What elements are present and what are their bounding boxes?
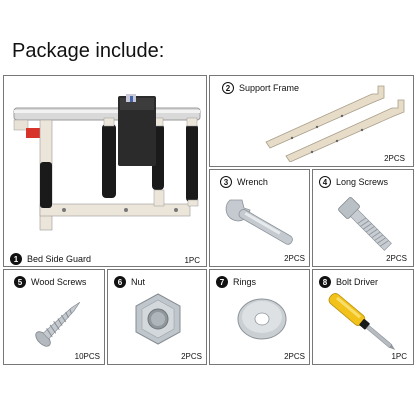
long-screw-image xyxy=(338,197,392,251)
item-quantity: 1PC xyxy=(391,352,407,361)
support-frame-image xyxy=(265,85,405,162)
item-cell-support-frame: 2 Support Frame 2PCS xyxy=(209,75,414,167)
item-cell-wrench: 3 Wrench 2PCS xyxy=(209,169,310,267)
item-quantity: 2PCS xyxy=(181,352,202,361)
item-number-badge: 4 xyxy=(319,176,331,188)
washer-ring-image xyxy=(237,298,287,340)
item-quantity: 2PCS xyxy=(384,154,405,163)
item-number-badge: 2 xyxy=(222,82,234,94)
item-number-badge: 6 xyxy=(114,276,126,288)
wood-screw-image xyxy=(35,301,81,347)
item-number-badge: 8 xyxy=(319,276,331,288)
item-number-badge: 7 xyxy=(216,276,228,288)
hex-nut-image xyxy=(135,293,181,345)
item-name: Bolt Driver xyxy=(336,277,379,287)
item-name: Wood Screws xyxy=(31,277,87,287)
item-name: Support Frame xyxy=(239,83,300,93)
item-number-badge: 3 xyxy=(220,176,232,188)
item-name: Nut xyxy=(131,277,146,287)
wrench-image xyxy=(225,199,293,245)
page-title: Package include: xyxy=(12,40,165,62)
item-quantity: 10PCS xyxy=(74,352,100,361)
screwdriver-image xyxy=(328,293,396,350)
item-name: Bed Side Guard xyxy=(27,254,92,264)
item-cell-bed-side-guard: 1 Bed Side Guard 1PC xyxy=(3,75,207,267)
item-cell-nut: 6 Nut 2PCS xyxy=(107,269,207,365)
item-cell-wood-screws: 5 Wood Screws 10PCS xyxy=(3,269,105,365)
item-number-badge: 1 xyxy=(10,253,22,265)
item-name: Long Screws xyxy=(336,177,389,187)
bed-side-guard-image xyxy=(13,94,201,231)
item-cell-rings: 7 Rings 2PCS xyxy=(209,269,310,365)
item-quantity: 1PC xyxy=(184,256,200,265)
item-cell-long-screws: 4 Long Screws 2PCS xyxy=(312,169,414,267)
item-quantity: 2PCS xyxy=(284,352,305,361)
item-cell-bolt-driver: 8 Bolt Driver 1PC xyxy=(312,269,414,365)
item-quantity: 2PCS xyxy=(284,254,305,263)
item-number-badge: 5 xyxy=(14,276,26,288)
item-quantity: 2PCS xyxy=(386,254,407,263)
item-name: Rings xyxy=(233,277,257,287)
item-name: Wrench xyxy=(237,177,268,187)
